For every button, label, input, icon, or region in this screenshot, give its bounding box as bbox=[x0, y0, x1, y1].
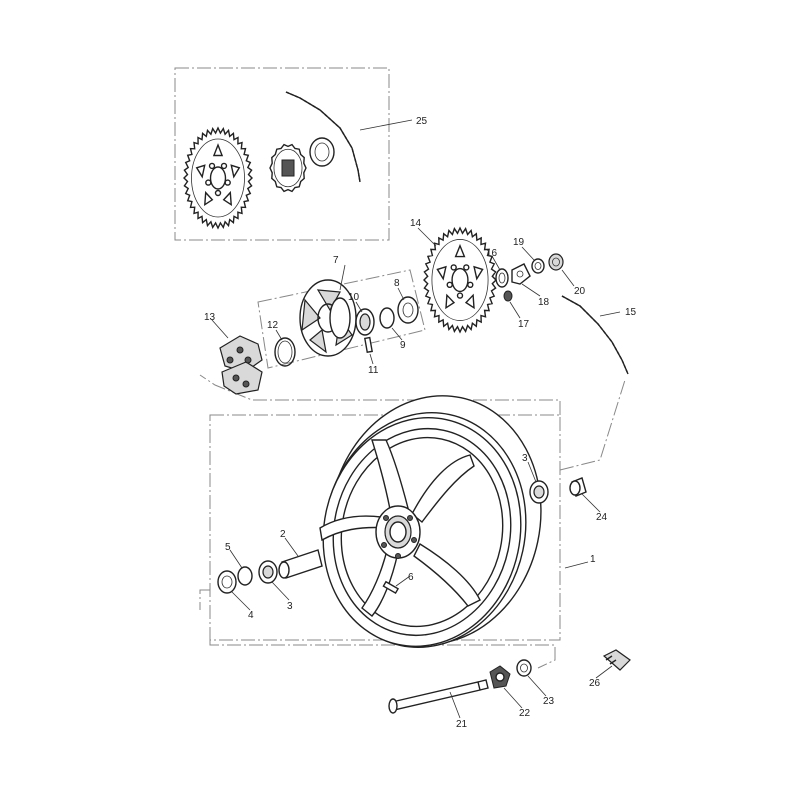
spacer-16 bbox=[495, 268, 509, 288]
seal-4 bbox=[217, 570, 237, 594]
callout-7: 7 bbox=[333, 255, 339, 266]
bearing-3-left bbox=[258, 560, 278, 584]
kit-box bbox=[174, 67, 390, 241]
cush-drive-rubbers-13 bbox=[219, 335, 263, 395]
callout-1: 1 bbox=[590, 554, 596, 565]
connector-axle-link bbox=[209, 640, 556, 669]
connector-15 bbox=[559, 379, 626, 471]
callout-6: 6 bbox=[408, 572, 414, 583]
circlip-9 bbox=[379, 307, 395, 329]
callout-4: 4 bbox=[248, 610, 254, 621]
rear-wheel-1 bbox=[319, 395, 542, 648]
o-ring-12 bbox=[274, 337, 296, 367]
chain-adjuster-22 bbox=[489, 665, 511, 689]
pin-11 bbox=[364, 336, 373, 354]
callout-25: 25 bbox=[416, 116, 428, 127]
callout-17: 17 bbox=[518, 319, 530, 330]
circlip-5 bbox=[237, 566, 253, 586]
spacer-24 bbox=[569, 477, 587, 497]
callout-20: 20 bbox=[574, 286, 586, 297]
callout-19: 19 bbox=[513, 237, 525, 248]
callout-2: 2 bbox=[280, 529, 286, 540]
spacer-washer-kit bbox=[309, 137, 335, 167]
callout-12: 12 bbox=[267, 320, 279, 331]
callout-23: 23 bbox=[543, 696, 555, 707]
connector-box-link bbox=[199, 374, 561, 415]
callout-11: 11 bbox=[368, 365, 379, 376]
bearing-3-right bbox=[529, 480, 549, 504]
callout-3-right: 3 bbox=[522, 453, 528, 464]
spacer-tube-2 bbox=[278, 549, 323, 579]
drive-chain-kit bbox=[285, 91, 361, 183]
sprocket-carrier-7 bbox=[299, 279, 357, 357]
hub-box bbox=[257, 269, 426, 369]
callout-8: 8 bbox=[394, 278, 400, 289]
stud-17 bbox=[503, 290, 513, 302]
callout-10: 10 bbox=[348, 292, 360, 303]
callout-26: 26 bbox=[589, 678, 601, 689]
callout-3-left: 3 bbox=[287, 601, 293, 612]
nut-20 bbox=[548, 253, 564, 271]
spacer-8 bbox=[397, 296, 419, 324]
callouts: 1 2 3 3 4 5 6 7 8 9 10 11 12 13 14 15 16… bbox=[204, 116, 637, 730]
callout-15: 15 bbox=[625, 307, 637, 318]
callout-22: 22 bbox=[519, 708, 531, 719]
washer-19 bbox=[531, 258, 545, 274]
chain-adjuster-18 bbox=[511, 263, 531, 285]
callout-16: 16 bbox=[486, 248, 498, 259]
front-sprocket bbox=[269, 143, 307, 193]
callout-5: 5 bbox=[225, 542, 231, 553]
axle-21 bbox=[388, 679, 489, 714]
callout-14: 14 bbox=[410, 218, 422, 229]
callout-9: 9 bbox=[400, 340, 406, 351]
bearing-10 bbox=[355, 308, 375, 336]
sprocket-14 bbox=[423, 226, 497, 334]
rear-sprocket-kit bbox=[183, 126, 253, 230]
leader-lines bbox=[211, 119, 621, 719]
callout-24: 24 bbox=[596, 512, 608, 523]
valve-6 bbox=[382, 580, 400, 595]
callout-13: 13 bbox=[204, 312, 216, 323]
clip-26 bbox=[602, 649, 631, 671]
spacer-23 bbox=[516, 659, 532, 677]
connector-wheel-left bbox=[199, 589, 210, 610]
callout-18: 18 bbox=[538, 297, 550, 308]
callout-21: 21 bbox=[456, 719, 468, 730]
drive-chain-15 bbox=[561, 295, 629, 375]
